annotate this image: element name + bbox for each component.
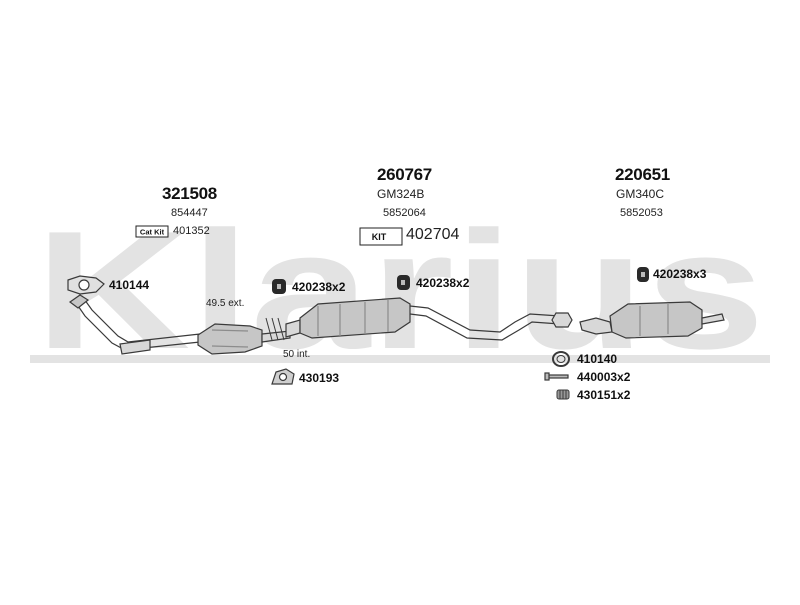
rubber-mount-icon <box>272 279 286 294</box>
kit-number: 402704 <box>406 226 460 243</box>
part-number-321508: 321508 <box>162 184 217 203</box>
intermediate-pipe <box>409 305 561 341</box>
rubber-mount-icon <box>637 267 649 282</box>
part-code-420238x3: 420238x3 <box>653 267 707 281</box>
extension-marks <box>265 317 285 341</box>
spring-icon <box>556 389 570 400</box>
part-code-430151x2: 430151x2 <box>577 388 631 402</box>
part-code-410140: 410140 <box>577 352 618 366</box>
rear-silencer <box>579 301 725 339</box>
front-pipe <box>68 294 201 355</box>
oe-number-5852053: 5852053 <box>620 207 663 219</box>
bolt-icon <box>544 372 569 381</box>
kit-badge: KIT <box>359 227 403 246</box>
center-silencer <box>285 297 411 339</box>
watermark-underline <box>30 355 770 363</box>
oe-number-854447: 854447 <box>171 207 208 219</box>
clamp-icon <box>271 368 295 385</box>
ring-gasket-icon <box>552 351 570 367</box>
part-number-220651: 220651 <box>615 165 670 184</box>
catalytic-converter <box>197 323 291 355</box>
kit-label: KIT <box>372 232 387 242</box>
dimension-ext-note: 49.5 ext. <box>206 298 245 309</box>
oe-number-5852064: 5852064 <box>383 207 426 219</box>
part-code-420238x2-b: 420238x2 <box>416 276 470 290</box>
gm-number-324b: GM324B <box>377 187 425 201</box>
connector-pipe <box>551 312 573 328</box>
gasket-icon <box>67 275 105 295</box>
cat-kit-number: 401352 <box>173 225 210 237</box>
part-number-260767: 260767 <box>377 165 432 184</box>
gm-number-340c: GM340C <box>616 187 665 201</box>
dimension-int-note: 50 int. <box>283 349 311 360</box>
part-code-420238x2-a: 420238x2 <box>292 280 346 294</box>
part-code-430193: 430193 <box>299 371 340 385</box>
cat-kit-badge: Cat Kit <box>135 225 169 238</box>
cat-kit-label: Cat Kit <box>140 228 165 237</box>
rubber-mount-icon <box>397 275 410 290</box>
part-code-410144: 410144 <box>109 278 150 292</box>
part-code-440003x2: 440003x2 <box>577 370 631 384</box>
